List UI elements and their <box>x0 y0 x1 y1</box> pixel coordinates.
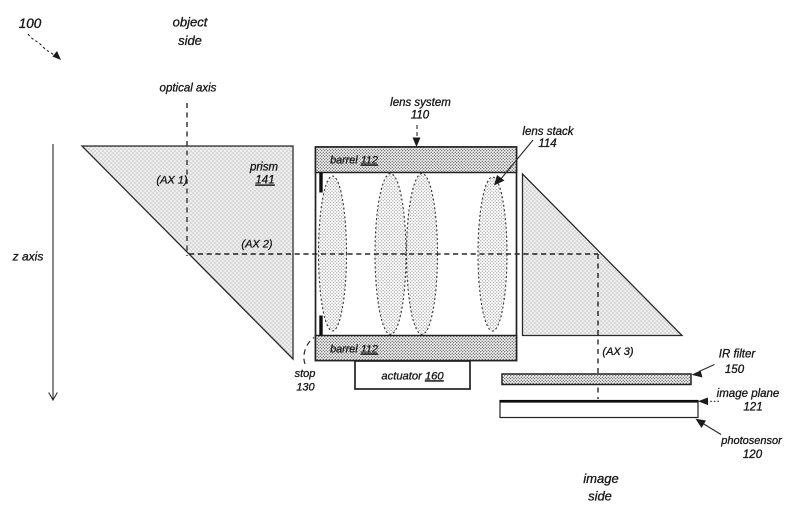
svg-text:photosensor: photosensor <box>720 435 783 447</box>
svg-text:optical axis: optical axis <box>160 83 217 95</box>
svg-text:image plane: image plane <box>717 388 780 400</box>
svg-text:110: 110 <box>411 110 430 122</box>
svg-text:(AX 2): (AX 2) <box>241 239 273 251</box>
svg-text:actuator 160: actuator 160 <box>381 370 444 382</box>
svg-text:(AX 1): (AX 1) <box>156 175 188 187</box>
svg-text:stop: stop <box>295 368 316 380</box>
svg-text:lens stack: lens stack <box>522 126 574 138</box>
svg-text:image: image <box>583 471 618 486</box>
svg-text:side: side <box>178 33 202 48</box>
svg-text:120: 120 <box>743 449 763 461</box>
svg-text:barrel 112: barrel 112 <box>330 344 378 356</box>
svg-text:side: side <box>588 489 612 504</box>
svg-text:IR filter: IR filter <box>719 349 757 361</box>
svg-text:(AX 3): (AX 3) <box>602 346 634 358</box>
svg-text:150: 150 <box>725 364 745 376</box>
svg-text:121: 121 <box>743 402 762 414</box>
svg-text:100: 100 <box>19 16 42 31</box>
svg-text:114: 114 <box>538 138 556 150</box>
svg-text:z axis: z axis <box>12 250 44 264</box>
svg-text:141: 141 <box>255 175 274 187</box>
svg-text:130: 130 <box>296 382 315 394</box>
svg-text:prism: prism <box>249 162 279 174</box>
svg-text:barrel 112: barrel 112 <box>330 155 378 167</box>
svg-text:lens system: lens system <box>390 97 451 109</box>
svg-text:object: object <box>173 15 209 30</box>
